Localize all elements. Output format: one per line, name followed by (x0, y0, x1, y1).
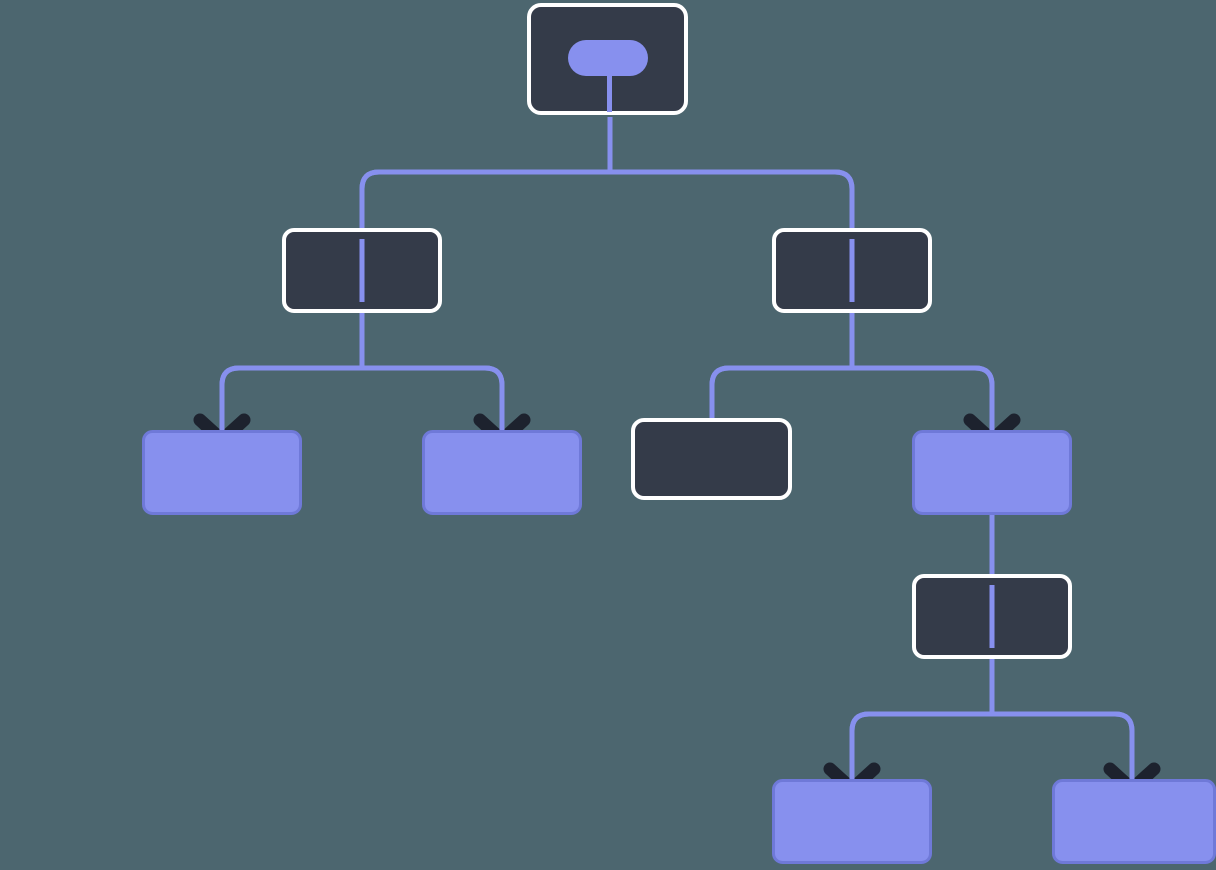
node-body-level3-leaf-1[interactable] (142, 430, 302, 515)
edge-l2right-dark (709, 365, 852, 418)
node-inner-stem-root (607, 76, 612, 112)
node-body-level3-dark[interactable] (631, 418, 792, 500)
node-level3-branch[interactable] (912, 430, 1072, 515)
node-body-level5-leaf-2[interactable] (1052, 779, 1216, 864)
edge-l2right-branch-overlay (852, 365, 995, 430)
edge-root-left (359, 169, 610, 228)
edge-l4-leaf1-overlay (849, 711, 992, 779)
node-body-level3-leaf-2[interactable] (422, 430, 582, 515)
node-level3-leaf-2[interactable] (422, 430, 582, 515)
node-layer (142, 3, 1216, 864)
edge-root-left-overlay (359, 169, 610, 228)
node-level3-dark[interactable] (631, 418, 792, 500)
node-level5-leaf-1[interactable] (772, 779, 932, 864)
edge-l2left-leaf1-overlay (219, 365, 362, 430)
edge-overlay-layer (219, 117, 1135, 779)
node-level2-left[interactable] (282, 228, 442, 313)
node-body-level5-leaf-1[interactable] (772, 779, 932, 864)
node-level4-dark[interactable] (912, 574, 1072, 659)
node-level5-leaf-2[interactable] (1052, 779, 1216, 864)
node-level2-right[interactable] (772, 228, 932, 313)
node-body-level3-branch[interactable] (912, 430, 1072, 515)
edge-root-right-overlay (610, 169, 855, 228)
node-root[interactable] (527, 3, 688, 115)
edge-l2left-leaf2-overlay (362, 365, 505, 430)
node-level3-leaf-1[interactable] (142, 430, 302, 515)
node-inner-pill-root (568, 40, 648, 76)
edge-l2right-dark-overlay (709, 365, 852, 418)
edge-l4-leaf2-overlay (992, 711, 1135, 779)
edge-root-right (610, 169, 855, 228)
